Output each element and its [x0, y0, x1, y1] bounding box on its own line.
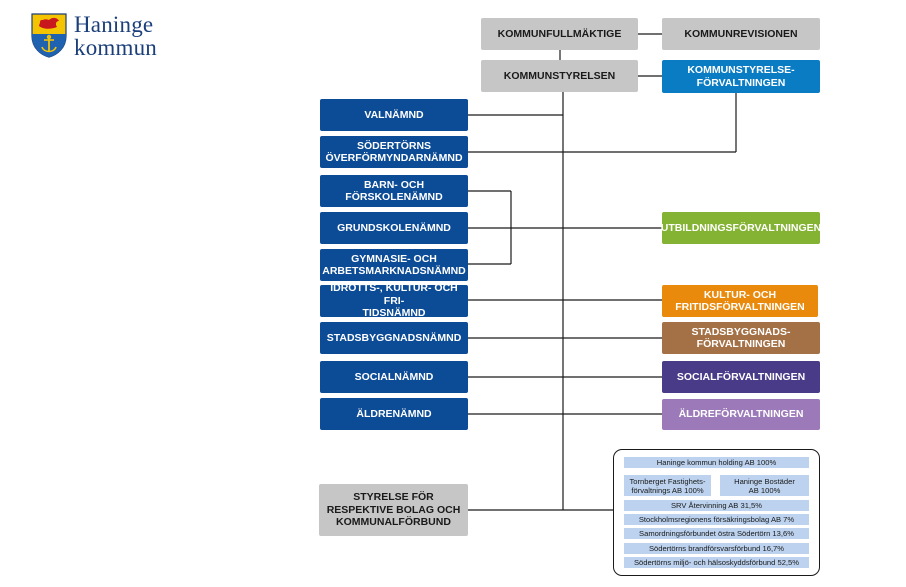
- utbildningsforvaltningen-label: UTBILDNINGSFÖRVALTNINGEN: [660, 221, 822, 234]
- company-forsakringsbolag-label: Stockholmsregionens försäkringsbolag AB …: [638, 515, 795, 524]
- gymnasie-arbetsmarknadsnamnd-box: GYMNASIE- OCH ARBETSMARKNADSNÄMND: [320, 249, 468, 281]
- kultur-fritidsforvaltningen-label: KULTUR- OCH FRITIDSFÖRVALTNINGEN: [675, 288, 805, 314]
- grundskolenamnd-label: GRUNDSKOLENÄMND: [337, 221, 451, 234]
- company-brandforsvarsforbund: Södertörns brandförsvarsförbund 16,7%: [624, 543, 809, 554]
- stadsbyggnadsforvaltningen-label: STADSBYGGNADS- FÖRVALTNINGEN: [691, 325, 791, 351]
- kommunfullmaktige-label: KOMMUNFULLMÄKTIGE: [497, 27, 622, 40]
- kommunstyrelseforvaltningen-box: KOMMUNSTYRELSE- FÖRVALTNINGEN: [662, 60, 820, 93]
- barn-forskolenamnd-label: BARN- OCH FÖRSKOLENÄMND: [345, 178, 443, 204]
- haninge-logo: Haninge kommun: [30, 12, 170, 62]
- company-tornberget-label: Tornberget Fastighets- förvaltnings AB 1…: [629, 476, 706, 495]
- stadsbyggnadsnamnd-box: STADSBYGGNADSNÄMND: [320, 322, 468, 354]
- kommunstyrelsen-label: KOMMUNSTYRELSEN: [503, 69, 616, 82]
- valnamnd-box: VALNÄMND: [320, 99, 468, 131]
- kultur-fritidsforvaltningen-box: KULTUR- OCH FRITIDSFÖRVALTNINGEN: [662, 285, 818, 317]
- valnamnd-label: VALNÄMND: [364, 108, 424, 121]
- idrott-kultur-fritidsnamnd-box: IDROTTS-, KULTUR- OCH FRI- TIDSNÄMND: [320, 282, 468, 320]
- kommunstyrelsen-box: KOMMUNSTYRELSEN: [481, 60, 638, 92]
- barn-forskolenamnd-box: BARN- OCH FÖRSKOLENÄMND: [320, 175, 468, 207]
- overformyndarnamnd-box: SÖDERTÖRNS ÖVERFÖRMYNDARNÄMND: [320, 136, 468, 168]
- socialforvaltningen-label: SOCIALFÖRVALTNINGEN: [676, 370, 806, 383]
- logo-wordmark-line2: kommun: [74, 35, 157, 60]
- styrelse-bolag-box: STYRELSE FÖR RESPEKTIVE BOLAG OCH KOMMUN…: [319, 484, 468, 536]
- company-brandforsvarsforbund-label: Södertörns brandförsvarsförbund 16,7%: [648, 544, 785, 553]
- socialnamnd-label: SOCIALNÄMND: [354, 370, 434, 383]
- company-miljo-halsoskydd-label: Södertörns miljö- och hälsoskyddsförbund…: [633, 558, 800, 567]
- company-haninge-bostader: Haninge Bostäder AB 100%: [720, 475, 809, 496]
- idrott-kultur-fritidsnamnd-label: IDROTTS-, KULTUR- OCH FRI- TIDSNÄMND: [330, 282, 458, 320]
- aldreforvaltningen-box: ÄLDREFÖRVALTNINGEN: [662, 399, 820, 430]
- overformyndarnamnd-label: SÖDERTÖRNS ÖVERFÖRMYNDARNÄMND: [325, 139, 463, 165]
- company-samordningsforbundet: Samordningsförbundet östra Södertörn 13,…: [624, 528, 809, 539]
- aldreforvaltningen-label: ÄLDREFÖRVALTNINGEN: [678, 408, 804, 421]
- socialnamnd-box: SOCIALNÄMND: [320, 361, 468, 393]
- socialforvaltningen-box: SOCIALFÖRVALTNINGEN: [662, 361, 820, 393]
- company-miljo-halsoskydd: Södertörns miljö- och hälsoskyddsförbund…: [624, 557, 809, 568]
- gymnasie-arbetsmarknadsnamnd-label: GYMNASIE- OCH ARBETSMARKNADSNÄMND: [322, 252, 466, 278]
- logo-wordmark-line1: Haninge: [74, 12, 154, 37]
- kommunrevisionen-box: KOMMUNREVISIONEN: [662, 18, 820, 50]
- styrelse-bolag-label: STYRELSE FÖR RESPEKTIVE BOLAG OCH KOMMUN…: [326, 491, 461, 529]
- company-holding-label: Haninge kommun holding AB 100%: [656, 458, 777, 467]
- company-samordningsforbundet-label: Samordningsförbundet östra Södertörn 13,…: [639, 529, 794, 538]
- company-srv: SRV Återvinning AB 31,5%: [624, 500, 809, 511]
- stadsbyggnadsforvaltningen-box: STADSBYGGNADS- FÖRVALTNINGEN: [662, 322, 820, 354]
- grundskolenamnd-box: GRUNDSKOLENÄMND: [320, 212, 468, 244]
- utbildningsforvaltningen-box: UTBILDNINGSFÖRVALTNINGEN: [660, 212, 822, 244]
- kommunstyrelseforvaltningen-label: KOMMUNSTYRELSE- FÖRVALTNINGEN: [687, 64, 795, 89]
- company-haninge-bostader-label: Haninge Bostäder AB 100%: [734, 476, 795, 495]
- company-forsakringsbolag: Stockholmsregionens försäkringsbolag AB …: [624, 514, 809, 525]
- company-tornberget: Tornberget Fastighets- förvaltnings AB 1…: [624, 475, 711, 496]
- company-holding: Haninge kommun holding AB 100%: [624, 457, 809, 468]
- company-srv-label: SRV Återvinning AB 31,5%: [670, 501, 763, 510]
- aldrenamnd-box: ÄLDRENÄMND: [320, 398, 468, 430]
- kommunfullmaktige-box: KOMMUNFULLMÄKTIGE: [481, 18, 638, 50]
- coat-of-arms-icon: [31, 13, 67, 58]
- kommunrevisionen-label: KOMMUNREVISIONEN: [684, 27, 798, 40]
- stadsbyggnadsnamnd-label: STADSBYGGNADSNÄMND: [326, 331, 462, 344]
- companies-panel: [613, 449, 820, 576]
- aldrenamnd-label: ÄLDRENÄMND: [356, 407, 432, 420]
